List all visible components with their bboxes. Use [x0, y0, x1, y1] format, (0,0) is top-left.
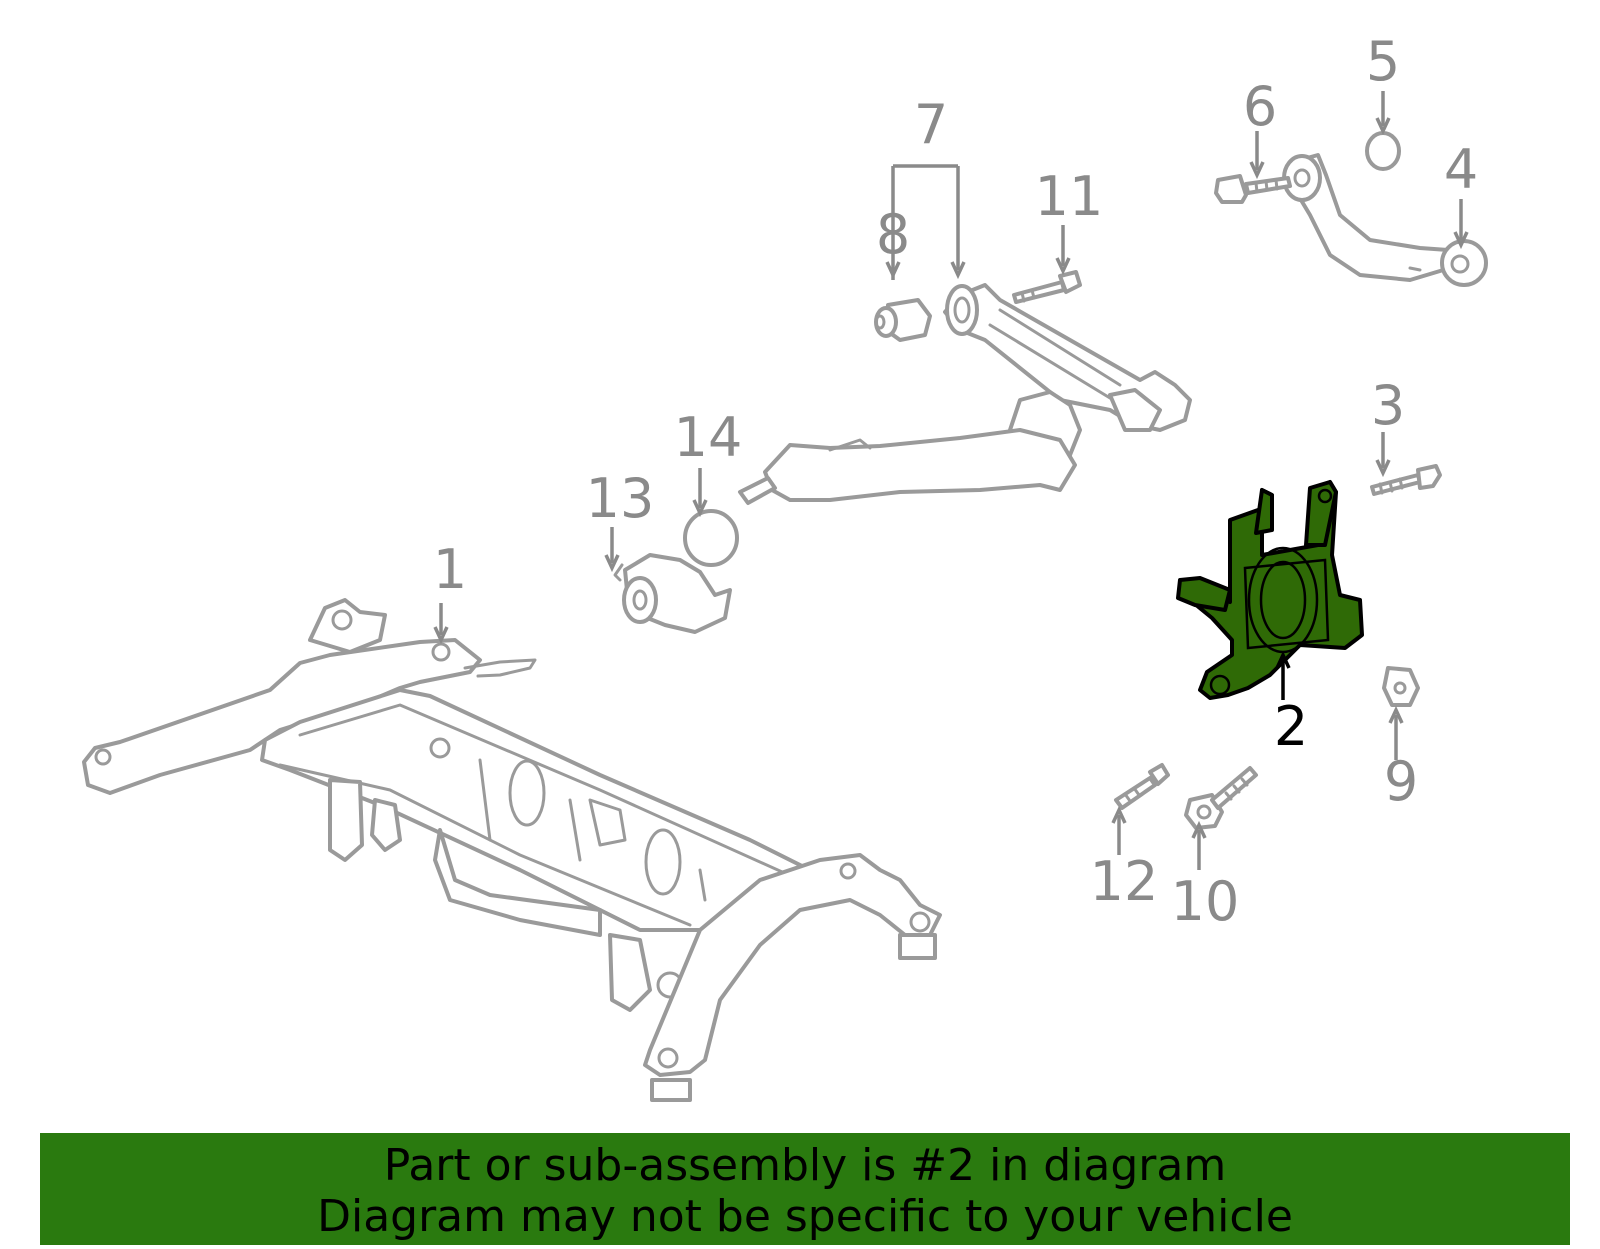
part-10-bolt[interactable] — [1184, 766, 1258, 830]
callout-3: 3 — [1371, 374, 1405, 437]
part-13-bushing[interactable] — [613, 553, 732, 634]
callout-5: 5 — [1366, 30, 1400, 93]
leader-lines — [433, 91, 1469, 870]
part-12-bolt[interactable] — [1114, 763, 1170, 810]
part-9-nut[interactable] — [1382, 666, 1420, 707]
callout-4: 4 — [1444, 138, 1478, 201]
part-3-bolt[interactable] — [1370, 464, 1442, 496]
callout-8: 8 — [876, 203, 910, 266]
part-2-rear-knuckle-highlighted[interactable] — [1176, 480, 1364, 700]
part-1-crossmember[interactable] — [82, 598, 942, 1102]
callout-14: 14 — [674, 406, 743, 469]
info-banner: Part or sub-assembly is #2 in diagram Di… — [40, 1133, 1570, 1245]
part-8-bushing[interactable] — [874, 298, 932, 342]
callout-12: 12 — [1090, 850, 1159, 913]
callout-10: 10 — [1171, 870, 1240, 933]
part-5-ring[interactable] — [1365, 131, 1401, 171]
part-6-bolt[interactable] — [1214, 174, 1292, 204]
callout-2: 2 — [1274, 695, 1308, 758]
banner-line-disclaimer: Diagram may not be specific to your vehi… — [317, 1191, 1293, 1242]
trailing-link[interactable] — [738, 428, 1077, 505]
callout-6: 6 — [1243, 75, 1277, 138]
callout-7: 7 — [914, 93, 948, 156]
banner-line-part: Part or sub-assembly is #2 in diagram — [383, 1140, 1227, 1191]
part-11-bolt[interactable] — [1012, 270, 1082, 304]
callout-1: 1 — [433, 538, 467, 601]
callout-13: 13 — [586, 467, 655, 530]
part-14-ring[interactable] — [683, 509, 739, 567]
part-7-lower-arm[interactable] — [943, 283, 1192, 477]
callout-11: 11 — [1035, 165, 1104, 228]
callout-9: 9 — [1384, 750, 1418, 813]
